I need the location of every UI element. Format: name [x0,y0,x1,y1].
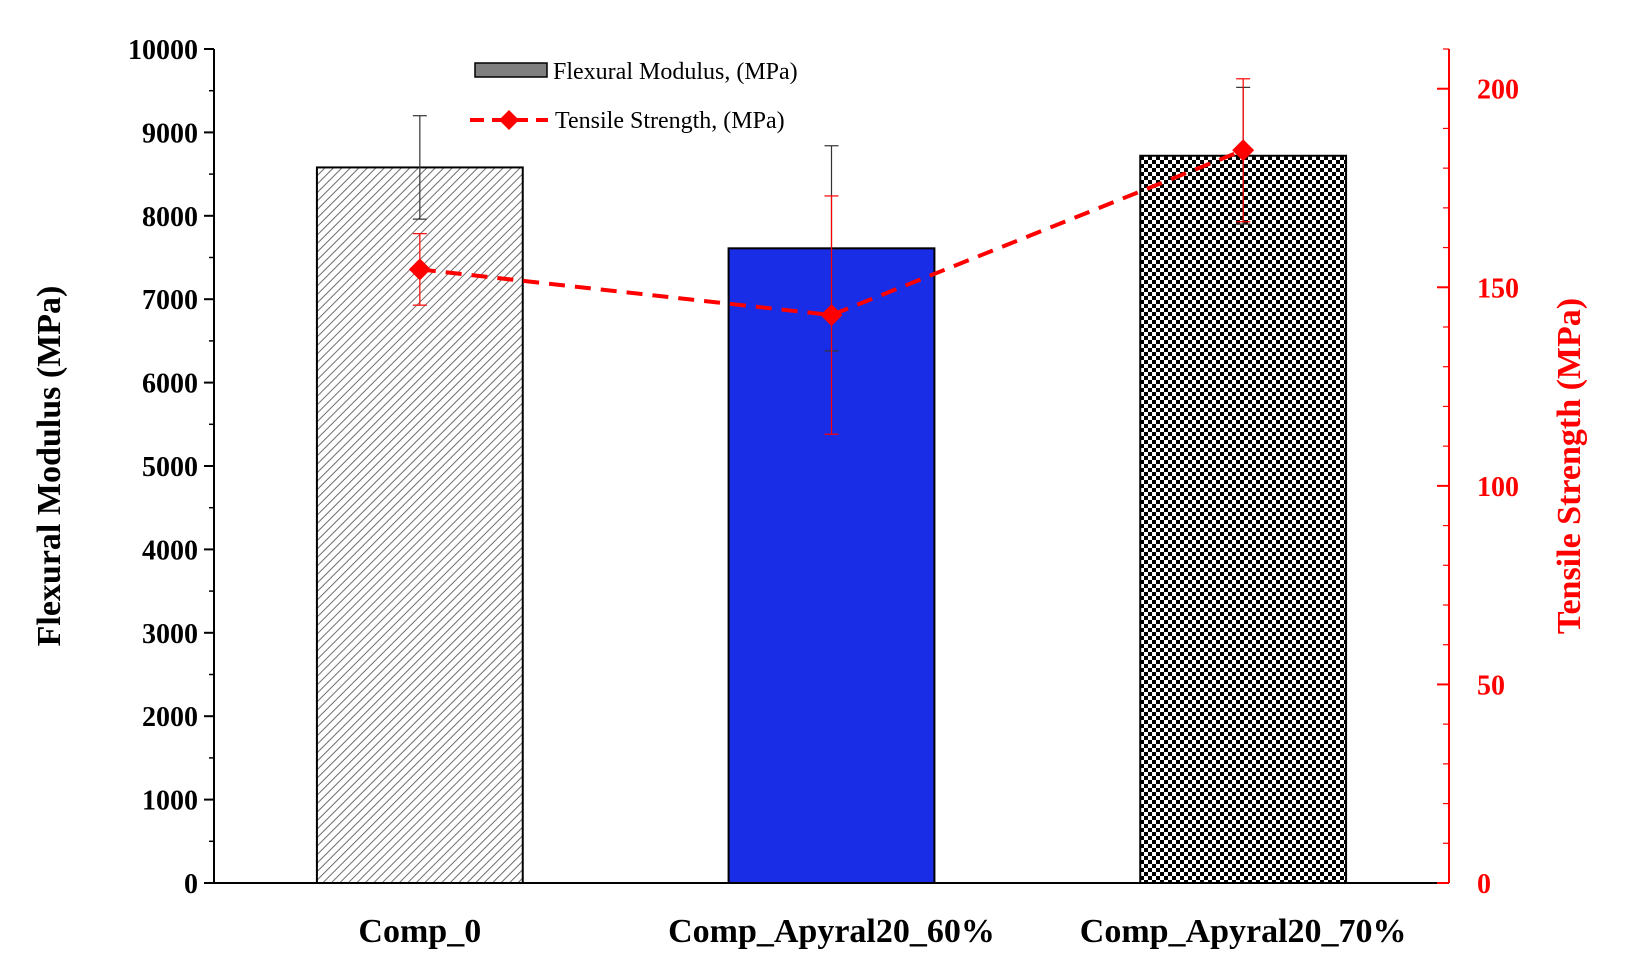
left-tick-label: 0 [184,869,198,900]
left-tick-label: 6000 [142,369,198,400]
right-axis-title: Tensile Strength (MPa) [1551,298,1588,634]
left-tick-label: 10000 [128,35,198,66]
left-axis-title: Flexural Modulus (MPa) [31,286,68,647]
category-label: Comp_0 [358,913,481,950]
left-tick-label: 2000 [142,702,198,733]
right-tick-label: 0 [1477,869,1491,900]
category-label: Comp_Apyral20_70% [1080,913,1407,950]
bar-error-bar [412,115,427,220]
legend-label-flexural: Flexural Modulus, (MPa) [553,59,798,85]
right-tick-label: 150 [1477,273,1519,304]
legend: Flexural Modulus, (MPa) Tensile Strength… [470,59,798,134]
left-tick-label: 5000 [142,452,198,483]
legend-label-tensile: Tensile Strength, (MPa) [555,108,785,134]
left-tick-label: 8000 [142,202,198,233]
legend-diamond-marker [499,110,519,130]
left-tick-label: 7000 [142,285,198,316]
left-tick-label: 3000 [142,619,198,650]
right-tick-label: 50 [1477,670,1505,701]
right-tick-label: 100 [1477,472,1519,503]
left-axis-ticks: 0 1000 2000 3000 4000 5000 6000 7000 8000 9000 100… [128,35,214,900]
left-tick-label: 4000 [142,535,198,566]
right-axis-ticks: 0 50 100 150 200 [1437,48,1519,900]
category-labels: Comp_0 Comp_Apyral20_60% Comp_Apyral20_70% [358,913,1406,950]
category-label: Comp_Apyral20_60% [668,913,995,950]
tensile-point [820,304,843,327]
tensile-line [419,148,1244,318]
bar-comp-apyral20-70- [1139,154,1348,884]
left-tick-label: 1000 [142,786,198,817]
legend-bar-swatch [474,62,548,78]
left-tick-label: 9000 [142,118,198,149]
tensile-line-series [408,78,1255,435]
tensile-point [408,258,431,281]
tensile-point [1232,139,1255,162]
right-tick-label: 200 [1477,75,1519,106]
